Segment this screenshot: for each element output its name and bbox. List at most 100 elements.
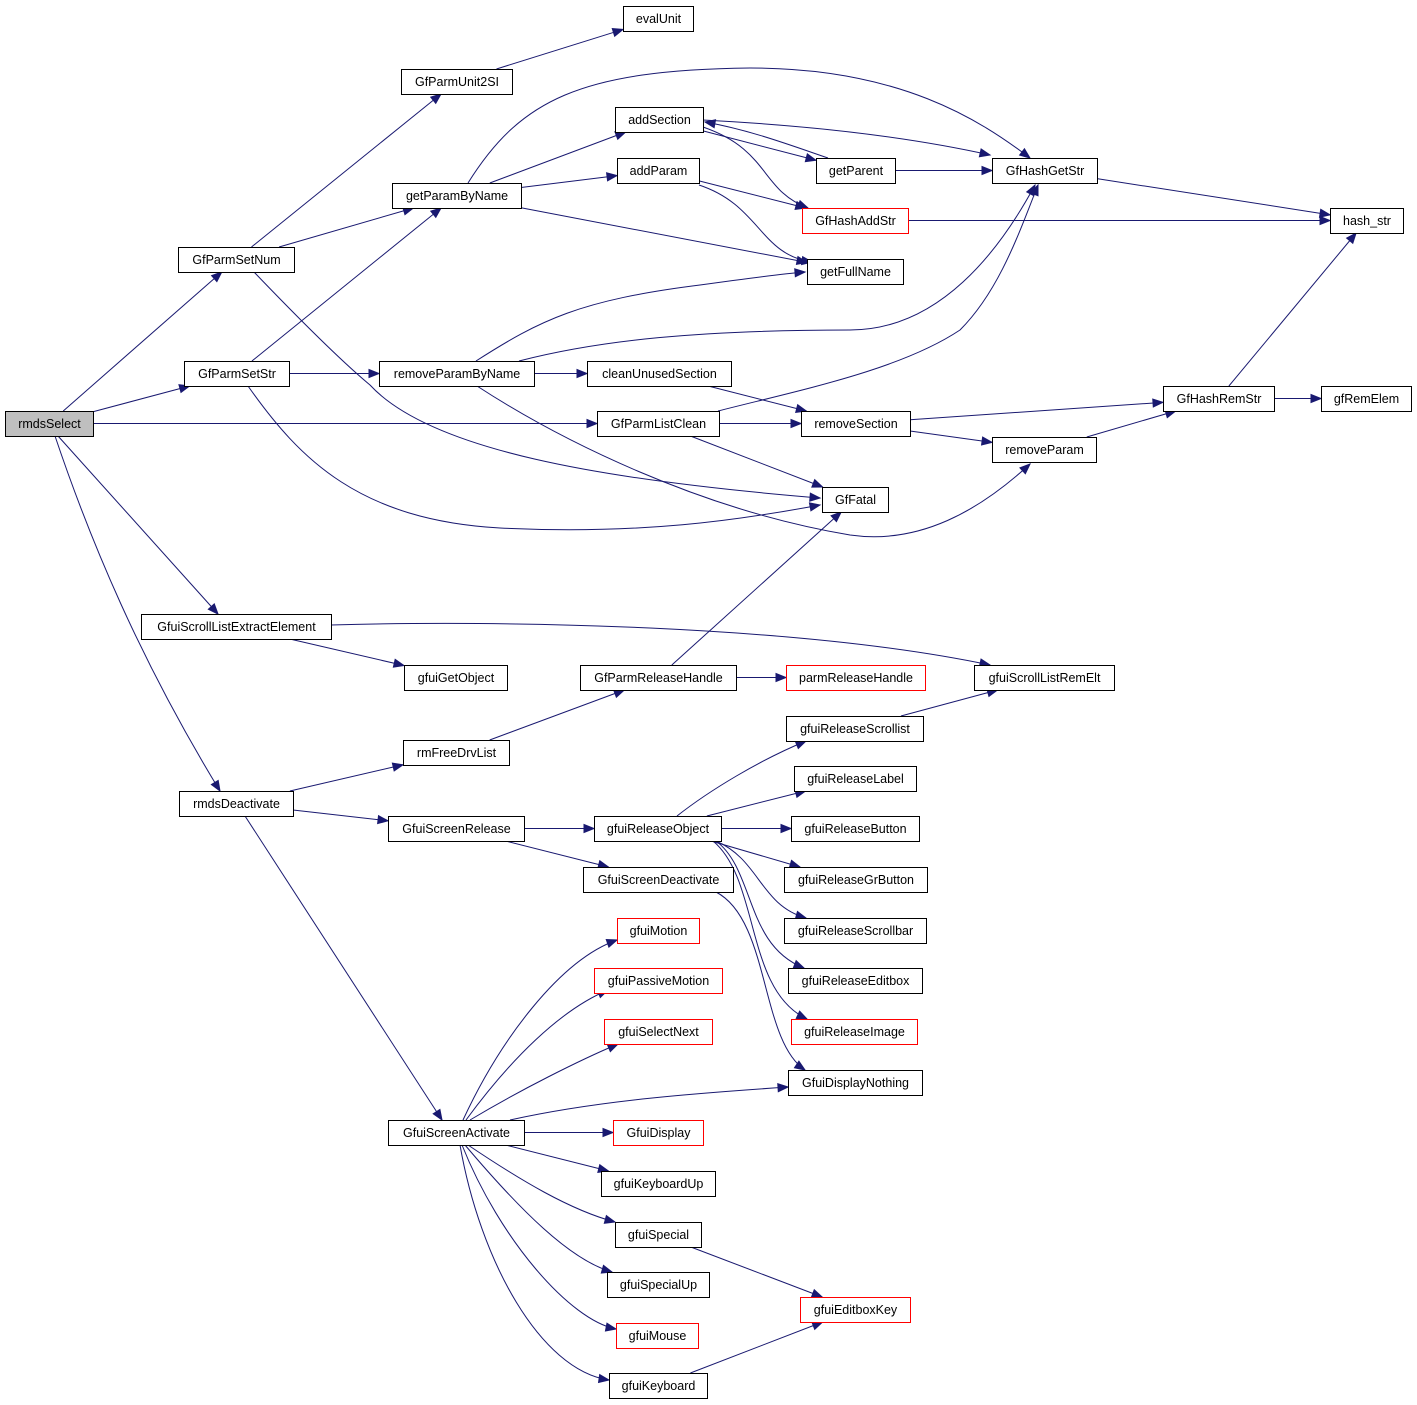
node-gfuiSpecial[interactable]: gfuiSpecial	[615, 1222, 702, 1248]
edge-gfuiReleaseObject-to-gfuiReleaseImage	[712, 840, 809, 1020]
edge-removeSection-to-GfHashRemStr-arrowhead	[1152, 398, 1165, 408]
node-gfuiMotion[interactable]: gfuiMotion	[617, 918, 700, 944]
edge-rmdsSelect-to-GfParmSetStr	[92, 384, 191, 413]
edge-GfuiScrollListExtractElement-to-gfuiGetObject	[289, 638, 406, 668]
node-gfuiReleaseButton[interactable]: gfuiReleaseButton	[791, 816, 920, 842]
node-label: removeParamByName	[394, 367, 520, 381]
node-box	[616, 1323, 699, 1349]
node-label: GfuiDisplayNothing	[802, 1076, 909, 1090]
edge-rmdsSelect-to-GfParmListClean	[93, 418, 599, 429]
node-rmFreeDrvList[interactable]: rmFreeDrvList	[403, 740, 510, 766]
edge-removeSection-to-removeParam-line	[909, 430, 993, 443]
node-label: gfuiScrollListRemElt	[989, 671, 1101, 685]
node-label: gfuiReleaseScrollbar	[798, 924, 913, 938]
node-gfuiReleaseScrollbar[interactable]: gfuiReleaseScrollbar	[784, 918, 927, 944]
edge-removeParamByName-to-GfHashGetStr	[518, 183, 1036, 362]
node-parmReleaseHandle[interactable]: parmReleaseHandle	[786, 665, 926, 691]
node-cleanUnusedSection[interactable]: cleanUnusedSection	[587, 361, 732, 387]
node-gfuiGetObject[interactable]: gfuiGetObject	[404, 665, 508, 691]
edge-removeParamByName-to-GfHashGetStr-line	[518, 184, 1036, 362]
edge-GfParmSetStr-to-getParamByName-line	[251, 207, 442, 362]
node-label: GfHashRemStr	[1177, 392, 1262, 406]
node-box	[974, 665, 1115, 691]
edge-getParamByName-to-addSection	[489, 131, 627, 184]
edge-GfParmUnit2SI-to-evalUnit-line	[496, 28, 624, 70]
node-gfuiScrollListRemElt[interactable]: gfuiScrollListRemElt	[974, 665, 1115, 691]
node-gfRemElem[interactable]: gfRemElem	[1321, 386, 1412, 412]
node-gfuiReleaseGrButton[interactable]: gfuiReleaseGrButton	[784, 867, 928, 893]
node-GfuiScreenActivate[interactable]: GfuiScreenActivate	[388, 1120, 525, 1146]
edge-addSection-to-GfHashAddStr	[702, 126, 810, 209]
node-hash_str[interactable]: hash_str	[1330, 208, 1404, 234]
node-label: gfuiReleaseButton	[804, 822, 906, 836]
edge-addSection-to-getParent-arrowhead	[804, 153, 818, 163]
edge-GfuiScreenActivate-to-gfuiSpecial	[467, 1144, 617, 1224]
edge-removeParamByName-to-removeParam	[476, 385, 1031, 538]
node-gfuiPassiveMotion[interactable]: gfuiPassiveMotion	[594, 968, 723, 994]
node-removeSection[interactable]: removeSection	[801, 411, 911, 437]
node-gfuiSpecialUp[interactable]: gfuiSpecialUp	[607, 1272, 710, 1298]
node-box	[580, 665, 737, 691]
node-gfuiMouse[interactable]: gfuiMouse	[616, 1323, 699, 1349]
edge-getParamByName-to-addParam-arrowhead	[605, 172, 619, 182]
node-getParent[interactable]: getParent	[816, 158, 896, 184]
node-box	[179, 791, 294, 817]
node-addParam[interactable]: addParam	[617, 158, 700, 184]
node-box	[800, 1297, 911, 1323]
node-gfuiKeyboardUp[interactable]: gfuiKeyboardUp	[601, 1171, 716, 1197]
node-gfuiSelectNext[interactable]: gfuiSelectNext	[604, 1019, 713, 1045]
node-GfuiScrollListExtractElement[interactable]: GfuiScrollListExtractElement	[141, 614, 332, 640]
node-GfHashRemStr[interactable]: GfHashRemStr	[1163, 386, 1275, 412]
edge-GfuiScreenRelease-to-gfuiReleaseObject-arrowhead	[583, 823, 596, 834]
node-GfParmListClean[interactable]: GfParmListClean	[597, 411, 720, 437]
edge-GfuiScrollListExtractElement-to-gfuiScrollListRemElt-line	[330, 622, 991, 666]
node-GfuiDisplay[interactable]: GfuiDisplay	[613, 1120, 704, 1146]
node-GfHashAddStr[interactable]: GfHashAddStr	[802, 208, 909, 234]
edge-gfuiSpecial-to-gfuiEditboxKey	[690, 1246, 824, 1298]
node-GfFatal[interactable]: GfFatal	[822, 487, 889, 513]
node-GfuiDisplayNothing[interactable]: GfuiDisplayNothing	[788, 1070, 923, 1096]
node-evalUnit[interactable]: evalUnit	[623, 6, 694, 32]
node-getFullName[interactable]: getFullName	[807, 259, 904, 285]
edge-gfuiReleaseObject-to-gfuiReleaseScrollbar-arrowhead	[794, 910, 808, 920]
edge-GfParmSetNum-to-getParamByName	[278, 206, 415, 248]
node-gfuiReleaseLabel[interactable]: gfuiReleaseLabel	[794, 766, 917, 792]
nodes-layer: rmdsSelectevalUnitGfParmUnit2SIaddSectio…	[5, 6, 1412, 1399]
node-addSection[interactable]: addSection	[615, 107, 704, 133]
edge-gfuiReleaseObject-to-gfuiReleaseImage-arrowhead	[795, 1010, 809, 1020]
node-removeParamByName[interactable]: removeParamByName	[379, 361, 535, 387]
node-GfParmReleaseHandle[interactable]: GfParmReleaseHandle	[580, 665, 737, 691]
node-gfuiKeyboard[interactable]: gfuiKeyboard	[609, 1373, 708, 1399]
edge-GfuiScreenActivate-to-gfuiMouse-line	[461, 1144, 617, 1330]
node-GfParmSetStr[interactable]: GfParmSetStr	[184, 361, 290, 387]
edge-getParamByName-to-addParam-line	[520, 175, 618, 188]
edge-removeParamByName-to-getFullName-arrowhead	[794, 268, 807, 278]
edge-rmFreeDrvList-to-GfParmReleaseHandle	[489, 689, 626, 741]
edge-GfParmSetNum-to-GfParmUnit2SI-arrowhead	[429, 93, 443, 105]
edge-GfuiScreenRelease-to-gfuiReleaseObject	[524, 823, 596, 834]
node-box	[392, 183, 522, 209]
node-GfParmUnit2SI[interactable]: GfParmUnit2SI	[401, 69, 513, 95]
edge-GfuiScreenActivate-to-GfuiDisplay-arrowhead	[602, 1127, 615, 1138]
edge-GfParmListClean-to-GfFatal-line	[690, 435, 823, 488]
node-gfuiReleaseScrollist[interactable]: gfuiReleaseScrollist	[786, 716, 924, 742]
node-GfParmSetNum[interactable]: GfParmSetNum	[178, 247, 295, 273]
node-GfuiScreenDeactivate[interactable]: GfuiScreenDeactivate	[583, 867, 734, 893]
node-rmdsDeactivate[interactable]: rmdsDeactivate	[179, 791, 294, 817]
node-box	[788, 968, 923, 994]
edge-rmdsSelect-to-rmdsDeactivate	[54, 435, 221, 793]
node-GfHashGetStr[interactable]: GfHashGetStr	[992, 158, 1098, 184]
edge-GfParmReleaseHandle-to-GfFatal	[671, 511, 843, 666]
edge-GfHashAddStr-to-hash_str	[908, 215, 1332, 226]
edge-removeParam-to-GfHashRemStr-line	[1086, 410, 1176, 438]
node-gfuiReleaseObject[interactable]: gfuiReleaseObject	[594, 816, 722, 842]
edge-removeSection-to-removeParam-arrowhead	[980, 436, 994, 446]
node-gfuiReleaseImage[interactable]: gfuiReleaseImage	[791, 1019, 918, 1045]
node-gfuiEditboxKey[interactable]: gfuiEditboxKey	[800, 1297, 911, 1323]
edge-GfParmListClean-to-GfHashGetStr-line	[717, 184, 1039, 412]
node-gfuiReleaseEditbox[interactable]: gfuiReleaseEditbox	[788, 968, 923, 994]
node-GfuiScreenRelease[interactable]: GfuiScreenRelease	[388, 816, 525, 842]
node-box	[816, 158, 896, 184]
node-getParamByName[interactable]: getParamByName	[392, 183, 522, 209]
node-removeParam[interactable]: removeParam	[992, 437, 1097, 463]
